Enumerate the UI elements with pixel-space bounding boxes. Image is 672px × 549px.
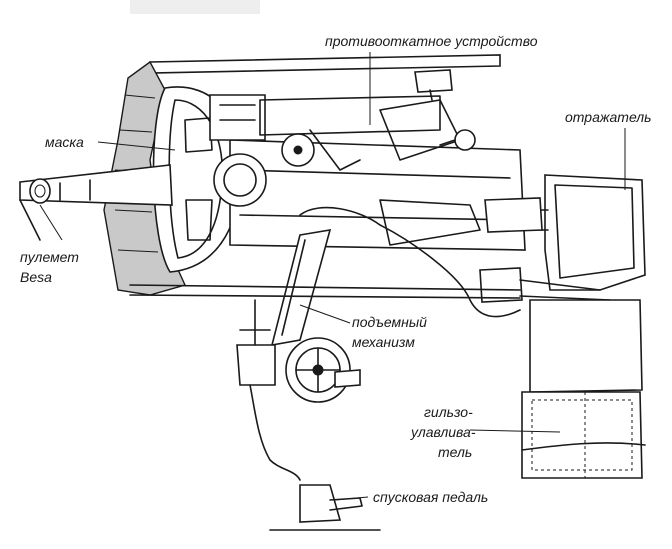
turret-ring (129, 284, 521, 291)
label-catcher-line3: тель (438, 444, 472, 460)
leader-pedal (334, 496, 369, 501)
label-pedal: спусковая педаль (373, 489, 488, 505)
leader-mg (39, 204, 63, 241)
case-catcher (521, 299, 646, 479)
gun-breech (209, 94, 526, 251)
elevating-mechanism (270, 229, 361, 403)
label-reflector: отражатель (565, 109, 652, 125)
label-mantlet: маска (45, 134, 84, 150)
label-mg-line1: пулемет (20, 249, 79, 265)
leader-elevating (299, 304, 351, 324)
label-elevating-line1: подъемный (352, 314, 427, 330)
label-mg-line2: Besa (20, 269, 52, 285)
case-guide (299, 199, 611, 318)
leader-catcher (469, 429, 561, 433)
besa-machine-gun (19, 164, 173, 241)
deflector (484, 174, 646, 291)
recoil-mechanism (259, 69, 476, 171)
label-recoil: противооткатное устройство (325, 33, 538, 49)
leader-mantlet (97, 141, 176, 151)
label-catcher-line2: улавлива- (410, 424, 476, 440)
label-catcher-line1: гильзо- (424, 404, 473, 420)
scan-smudge (130, 0, 260, 14)
firing-linkage (236, 299, 381, 531)
label-elevating-line2: механизм (352, 334, 415, 350)
